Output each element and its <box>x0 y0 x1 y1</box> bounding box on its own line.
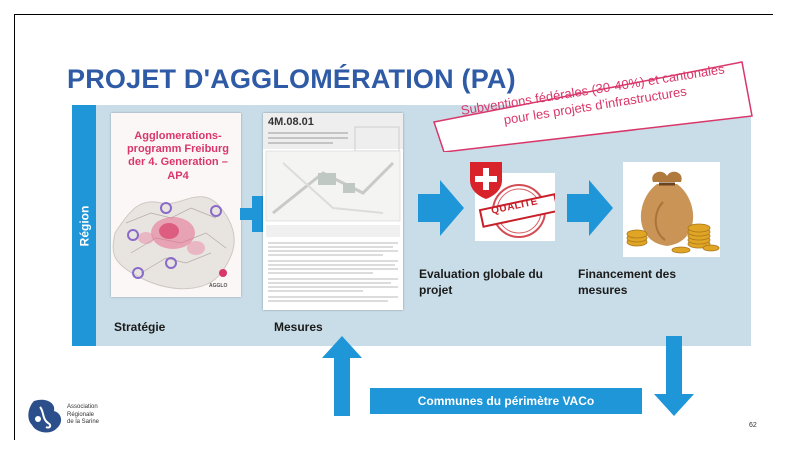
slide-title: PROJET D'AGGLOMÉRATION (PA) <box>67 64 516 94</box>
measures-caption: Mesures <box>274 320 323 334</box>
communes-box: Communes du périmètre VACo <box>370 388 642 414</box>
strategy-caption: Stratégie <box>114 320 166 334</box>
subsidies-banner-box <box>433 61 753 152</box>
money-bag-image <box>623 162 720 257</box>
agglo-logo-text: AGGLO <box>209 283 228 289</box>
right-arrow-icon <box>418 180 464 236</box>
association-logo-icon <box>28 399 62 433</box>
subsidies-banner: Subventions fédérales (30-40%) et canton… <box>432 60 754 152</box>
strategy-map-graphic <box>112 196 235 290</box>
measures-document: 4M.08.01 <box>263 113 403 310</box>
strategy-document: Agglomerations- programm Freiburg der 4.… <box>111 113 241 297</box>
down-arrow-icon <box>654 336 694 416</box>
measures-document-graphic <box>265 126 401 302</box>
financing-caption: Financement des mesures <box>578 267 677 298</box>
right-arrow-icon <box>567 180 613 236</box>
region-label: Région <box>77 205 92 246</box>
region-band <box>72 105 96 346</box>
page-number: 62 <box>749 422 757 429</box>
measure-code: 4M.08.01 <box>268 116 314 128</box>
swiss-shield-icon <box>470 162 502 199</box>
association-name: Association Régionale de la Sarine <box>67 404 100 425</box>
evaluation-caption: Evaluation globale du projet <box>419 267 544 298</box>
money-bag-graphic <box>626 171 720 254</box>
up-arrow-icon <box>322 336 362 416</box>
quality-stamp: QUALITE <box>475 173 560 241</box>
region-band-label-wrap: Région <box>72 105 96 346</box>
slide-frame <box>14 14 773 440</box>
communes-label: Communes du périmètre VACo <box>417 394 595 408</box>
strategy-document-title: Agglomerations- programm Freiburg der 4.… <box>126 130 230 182</box>
